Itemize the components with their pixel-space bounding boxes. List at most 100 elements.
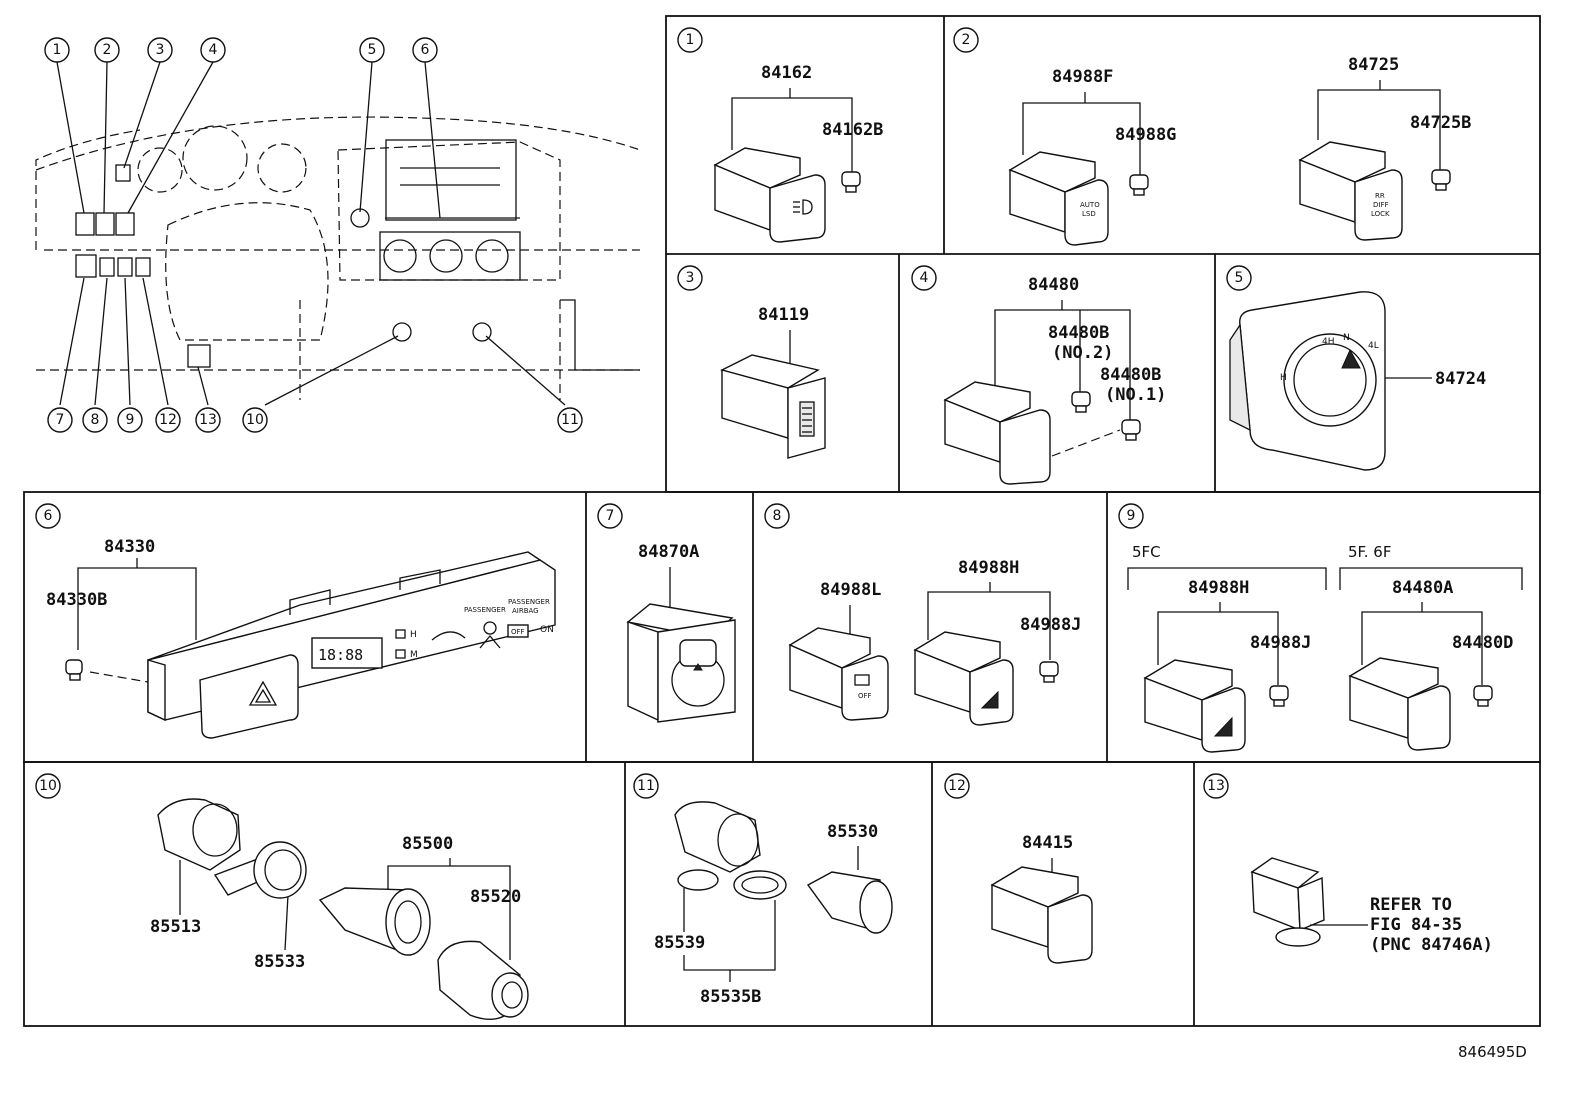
bulb-icon	[1431, 169, 1451, 191]
svg-text:85530: 85530	[827, 822, 878, 842]
svg-text:DIFF: DIFF	[1373, 201, 1389, 209]
part-84162: 84162	[761, 63, 812, 83]
svg-text:84330B: 84330B	[46, 590, 107, 610]
svg-text:4H: 4H	[1322, 337, 1335, 347]
svg-text:10: 10	[246, 412, 264, 428]
svg-text:85533: 85533	[254, 952, 305, 972]
svg-text:7: 7	[606, 508, 615, 524]
fog-lamp-icon	[793, 199, 813, 215]
svg-text:84988L: 84988L	[820, 580, 881, 600]
dashboard-overview	[35, 61, 641, 406]
panel-borders	[23, 15, 1541, 1027]
svg-text:5FC: 5FC	[1132, 543, 1161, 561]
svg-text:(NO.1): (NO.1)	[1105, 385, 1166, 405]
switch-body	[713, 147, 826, 243]
callout-5: 5	[359, 37, 385, 63]
panel-4: 4 84480 84480B (NO.2) 84480B (NO.1)	[911, 265, 1166, 485]
svg-text:4L: 4L	[1368, 341, 1379, 351]
svg-text:2: 2	[962, 32, 971, 48]
callout-4: 4	[200, 37, 226, 63]
panel-2: 2 84988F 84988G 84725 84725B AUTO LSD RR…	[953, 27, 1471, 246]
svg-text:6: 6	[421, 42, 430, 58]
rr-diff-lock-switch: RR DIFF LOCK	[1298, 141, 1403, 241]
svg-text:10: 10	[39, 778, 57, 794]
svg-text:3: 3	[686, 270, 695, 286]
bulb-icon	[1121, 419, 1141, 441]
panel-1: 1 84162 84162B	[677, 27, 883, 243]
svg-text:5: 5	[368, 42, 377, 58]
svg-text:LOCK: LOCK	[1371, 210, 1390, 218]
svg-text:5: 5	[1235, 270, 1244, 286]
svg-text:84725: 84725	[1348, 55, 1399, 75]
svg-text:4: 4	[209, 42, 218, 58]
svg-text:H: H	[410, 630, 417, 640]
svg-text:84988H: 84988H	[958, 558, 1019, 578]
lighter-plug	[437, 940, 529, 1020]
power-outlet-socket	[806, 871, 893, 934]
figure-id: 846495D	[1458, 1043, 1527, 1061]
svg-text:84480A: 84480A	[1392, 578, 1453, 598]
callout-3: 3	[147, 37, 173, 63]
svg-text:8: 8	[91, 412, 100, 428]
callout-10: 10	[242, 407, 268, 433]
svg-text:18:88: 18:88	[318, 646, 363, 664]
svg-text:LSD: LSD	[1082, 210, 1096, 218]
bulb-icon	[841, 171, 861, 193]
dac-switch	[1143, 659, 1246, 753]
dac-switch	[913, 631, 1014, 726]
lighter-socket	[318, 887, 431, 957]
transfer-dial-switch: H 4H N 4L	[1229, 291, 1386, 471]
svg-text:5F. 6F: 5F. 6F	[1348, 543, 1391, 561]
svg-text:AIRBAG: AIRBAG	[512, 607, 539, 615]
svg-text:(NO.2): (NO.2)	[1052, 343, 1113, 363]
svg-text:84480D: 84480D	[1452, 633, 1513, 653]
svg-text:1: 1	[53, 42, 62, 58]
svg-text:84988J: 84988J	[1250, 633, 1311, 653]
socket-ring	[213, 841, 307, 899]
callout-7: 7	[47, 407, 73, 433]
panel-9: 9 5FC 5F. 6F 84988H 84988J 84480A 84480D	[1118, 503, 1523, 753]
svg-text:84870A: 84870A	[638, 542, 699, 562]
power-outlet-housing	[674, 801, 761, 873]
bulb-icon	[65, 659, 83, 681]
svg-text:84480B: 84480B	[1048, 323, 1109, 343]
mirror-fold-switch	[943, 381, 1051, 485]
outlet-cap	[733, 870, 787, 900]
svg-text:N: N	[1343, 333, 1350, 343]
bulb-icon	[1039, 661, 1059, 683]
dimmer-switch	[720, 354, 826, 459]
svg-text:84988H: 84988H	[1188, 578, 1249, 598]
panel-10: 10 85500 85520 85513 85533	[35, 773, 529, 1020]
callout-9: 9	[117, 407, 143, 433]
svg-text:11: 11	[561, 412, 579, 428]
switch-body	[990, 866, 1093, 964]
svg-text:2: 2	[103, 42, 112, 58]
connector-part	[1250, 857, 1325, 947]
bulb-icon	[1473, 685, 1493, 707]
callout-11: 11	[557, 407, 583, 433]
svg-text:84415: 84415	[1022, 833, 1073, 853]
svg-text:84988G: 84988G	[1115, 125, 1176, 145]
svg-text:OFF: OFF	[858, 692, 872, 700]
svg-text:ON: ON	[540, 625, 554, 635]
svg-text:PASSENGER: PASSENGER	[508, 598, 550, 606]
svg-text:RR: RR	[1375, 192, 1385, 200]
panel-5: 5 84724 H 4H N 4L	[1226, 265, 1486, 471]
panel-11: 11 85530 85539 85535B	[633, 773, 893, 1007]
callout-8: 8	[82, 407, 108, 433]
svg-text:85539: 85539	[654, 933, 705, 953]
svg-text:85513: 85513	[150, 917, 201, 937]
hazard-clock-panel: 18:88 H M PASSENGER PASSENGER AIRBAG OFF…	[147, 551, 556, 739]
svg-text:OFF: OFF	[511, 628, 525, 636]
panel-6: 6 84330 84330B 18:88 H M PASSENGER PASSE…	[35, 503, 556, 739]
callout-1: 1	[44, 37, 70, 63]
panel-12: 12 84415	[944, 773, 1093, 964]
svg-text:AUTO: AUTO	[1080, 201, 1100, 209]
panel-1-number: 1	[686, 32, 695, 48]
panel-7: 7 84870A	[597, 503, 736, 723]
svg-text:85535B: 85535B	[700, 987, 761, 1007]
svg-text:9: 9	[1127, 508, 1136, 524]
bulb-icon	[1269, 685, 1289, 707]
svg-text:13: 13	[199, 412, 217, 428]
